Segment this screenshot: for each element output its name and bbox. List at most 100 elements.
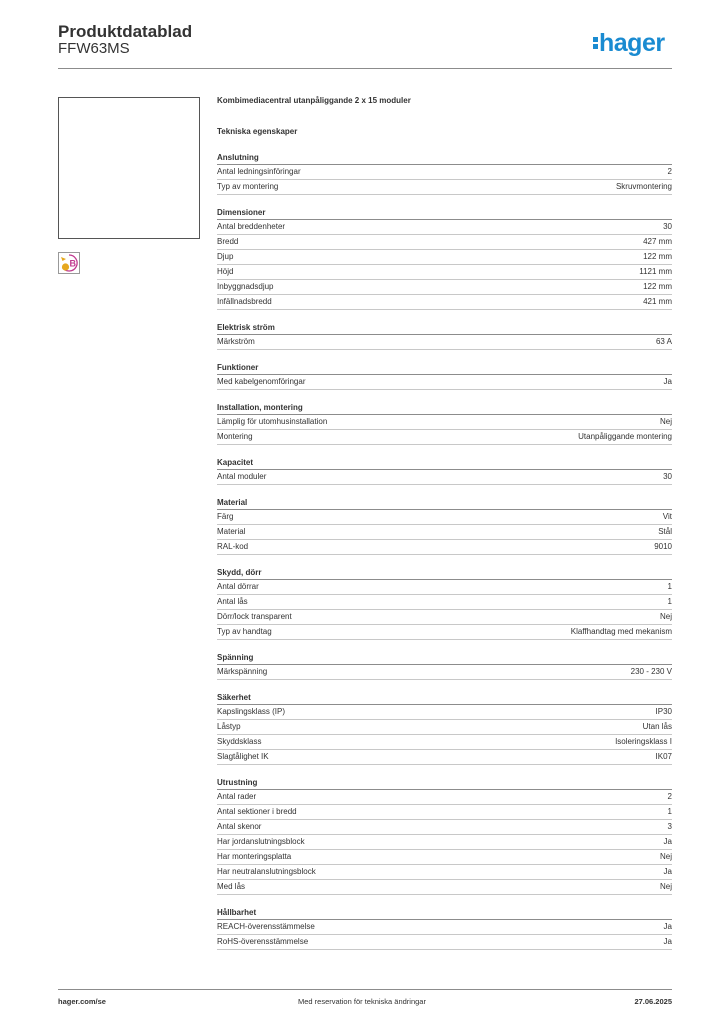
spec-value: 230 - 230 V [630,667,672,676]
spec-value: Isoleringsklass I [615,737,672,746]
spec-value: Klaffhandtag med mekanism [570,627,672,636]
spec-row: Med kabelgenomföringar Ja [217,375,672,390]
spec-row: Bredd 427 mm [217,235,672,250]
spec-row: REACH-överensstämmelse Ja [217,920,672,935]
spec-value: Ja [663,837,672,846]
footer-disclaimer: Med reservation för tekniska ändringar [298,997,426,1006]
product-code: FFW63MS [58,40,130,57]
spec-value: 2 [667,167,672,176]
spec-value: Ja [663,377,672,386]
spec-label: RAL-kod [217,542,249,551]
spec-value: 30 [663,472,672,481]
section-title: Säkerhet [217,692,672,705]
product-description: Kombimediacentral utanpåliggande 2 x 15 … [217,96,411,105]
spec-label: Infällnadsbredd [217,297,272,306]
spec-row: Har neutralanslutningsblock Ja [217,865,672,880]
section-title: Skydd, dörr [217,567,672,580]
spec-label: Har jordanslutningsblock [217,837,305,846]
spec-value: 63 A [655,337,672,346]
spec-label: Färg [217,512,234,521]
spec-row: Infällnadsbredd 421 mm [217,295,672,310]
section-title: Funktioner [217,362,672,375]
spec-label: Bredd [217,237,239,246]
spec-value: Utan lås [642,722,672,731]
spec-label: Antal dörrar [217,582,259,591]
spec-label: Typ av montering [217,182,279,191]
spec-label: Har neutralanslutningsblock [217,867,316,876]
spec-value: 122 mm [643,282,672,291]
spec-label: Inbyggnadsdjup [217,282,274,291]
spec-value: Utanpåliggande montering [578,432,672,441]
spec-label: REACH-överensstämmelse [217,922,315,931]
spec-label: Har monteringsplatta [217,852,292,861]
spec-label: Djup [217,252,234,261]
spec-value: Nej [659,882,672,891]
spec-label: Höjd [217,267,234,276]
spec-value: 30 [663,222,672,231]
footer-website[interactable]: hager.com/se [58,997,106,1006]
section-title: Installation, montering [217,402,672,415]
spec-value: 1121 mm [639,267,672,276]
section-title: Material [217,497,672,510]
spec-row: Antal sektioner i bredd 1 [217,805,672,820]
eco-badge-icon: B [58,252,80,274]
brand-logo: hager [593,29,665,57]
spec-label: Märkström [217,337,255,346]
spec-label: Med kabelgenomföringar [217,377,306,386]
spec-content: Kombimediacentral utanpåliggande 2 x 15 … [217,96,672,950]
spec-row: Höjd 1121 mm [217,265,672,280]
spec-label: Med lås [217,882,246,891]
spec-value: Ja [663,867,672,876]
spec-value: 427 mm [643,237,672,246]
spec-value: 1 [667,807,672,816]
spec-row: Antal skenor 3 [217,820,672,835]
spec-label: Montering [217,432,253,441]
badge-letter: B [70,259,77,269]
spec-value: 122 mm [643,252,672,261]
spec-value: Nej [659,417,672,426]
spec-value: Ja [663,937,672,946]
product-image-frame [58,97,200,239]
section-title: Elektrisk ström [217,322,672,335]
spec-row: Kapslingsklass (IP)IP30 [217,705,672,720]
page-title: Produktdatablad [58,22,193,41]
footer-divider [58,989,672,990]
spec-row: Har jordanslutningsblock Ja [217,835,672,850]
section-title: Hållbarhet [217,907,672,920]
spec-value: 1 [667,597,672,606]
header-divider [58,68,672,69]
spec-row: Inbyggnadsdjup 122 mm [217,280,672,295]
spec-row: Antal breddenheter 30 [217,220,672,235]
spec-value: 421 mm [643,297,672,306]
section-title: Dimensioner [217,207,672,220]
spec-value: Ja [663,922,672,931]
spec-label: Antal sektioner i bredd [217,807,297,816]
spec-value: Stål [658,527,672,536]
spec-value: 2 [667,792,672,801]
spec-label: Antal breddenheter [217,222,286,231]
spec-row: Märkström 63 A [217,335,672,350]
logo-text: hager [599,29,665,57]
spec-label: Antal skenor [217,822,262,831]
section-title: Kapacitet [217,457,672,470]
spec-value: 3 [667,822,672,831]
spec-label: Antal ledningsinföringar [217,167,301,176]
